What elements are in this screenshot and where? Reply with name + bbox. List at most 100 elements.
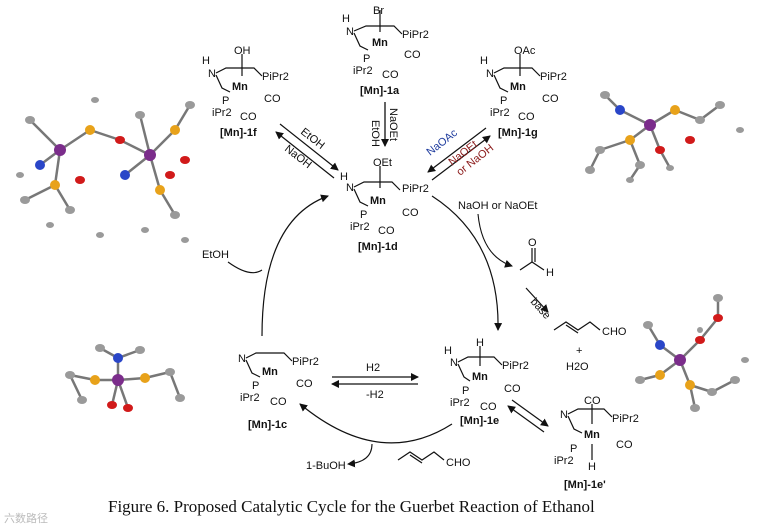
svg-text:H: H <box>340 171 348 183</box>
svg-text:N: N <box>560 409 568 421</box>
atom-p <box>670 105 680 115</box>
crystal-structure-1c <box>65 344 185 412</box>
reagent-naoh-or-naoet: NaOH or NaOEt <box>458 200 537 212</box>
crotonaldehyde-input: CHO <box>446 457 471 469</box>
svg-text:Mn: Mn <box>370 195 386 207</box>
complex-1a-label: [Mn]-1a <box>360 85 400 97</box>
crystal-structure-1e <box>635 294 749 412</box>
svg-text:N: N <box>346 182 354 194</box>
atom-n <box>113 353 123 363</box>
svg-text:H: H <box>444 345 452 357</box>
atom-o <box>655 146 665 154</box>
crystal-structure-1g <box>585 91 744 183</box>
atom-mn <box>112 374 124 386</box>
svg-text:N: N <box>346 26 354 38</box>
complex-1c-co-b: CO <box>270 396 287 408</box>
atom-o <box>713 314 723 322</box>
svg-text:Mn: Mn <box>262 366 278 378</box>
atom-mn <box>644 119 656 131</box>
complex-1e-ipr: iPr2 <box>450 397 470 409</box>
complex-1e-prime-hydride: H <box>588 461 596 473</box>
complex-1a-top-ligand: Br <box>373 5 384 17</box>
cycle-arc-1e-to-1c <box>299 403 453 444</box>
svg-text:N: N <box>238 353 246 365</box>
complex-1e-prime-ipr: iPr2 <box>554 455 574 467</box>
acetaldehyde-oxygen: O <box>528 237 537 249</box>
complex-mn-1e: H H N Mn PiPr2 P iPr2 CO CO [Mn]-1e <box>444 337 529 427</box>
svg-text:P: P <box>570 443 577 455</box>
complex-1e-top-ligand: H <box>476 337 484 349</box>
svg-text:N: N <box>450 357 458 369</box>
svg-text:N: N <box>208 68 216 80</box>
crystal-structure-1f-dimer <box>16 97 195 243</box>
atom-p <box>685 380 695 390</box>
atom-o <box>123 404 133 412</box>
complex-1e-prime-phosphine: PiPr2 <box>612 413 639 425</box>
atom-n <box>120 170 130 180</box>
acetaldehyde-release: NaOH or NaOEt O H <box>458 200 554 279</box>
complex-1f-top-ligand: OH <box>234 45 251 57</box>
svg-text:H: H <box>202 55 210 67</box>
complex-1e-phosphine: PiPr2 <box>502 360 529 372</box>
complex-1e-label: [Mn]-1e <box>460 415 499 427</box>
complex-1e-prime-co: CO <box>616 439 633 451</box>
atom-n <box>615 105 625 115</box>
svg-text:Mn: Mn <box>372 37 388 49</box>
complex-1a-co-b: CO <box>382 69 399 81</box>
complex-1a-ipr: iPr2 <box>353 65 373 77</box>
product-butanol: 1-BuOH <box>306 460 346 472</box>
complex-1e-prime-top-ligand: CO <box>584 395 601 407</box>
equilibrium-1c-1e: H2 -H2 <box>331 362 419 401</box>
reagent-naoet-mid: NaOEt <box>387 108 399 141</box>
equilibrium-1g-1d: NaOAc NaOEt or NaOH <box>424 127 496 181</box>
svg-text:P: P <box>222 95 229 107</box>
atom-p <box>140 373 150 383</box>
atom-p <box>155 185 165 195</box>
atom-o <box>107 401 117 409</box>
atom-o <box>165 171 175 179</box>
equilibrium-1e-1e-prime <box>507 399 549 433</box>
etoh-input: EtOH <box>202 249 263 274</box>
complex-1g-co-a: CO <box>542 93 559 105</box>
arrow-1a-to-1d: EtOH NaOEt <box>369 102 399 147</box>
svg-text:H: H <box>480 55 488 67</box>
reagent-etoh-left: EtOH <box>202 249 229 261</box>
atom-p <box>90 375 100 385</box>
complex-mn-1c: N Mn PiPr2 P iPr2 CO CO [Mn]-1c <box>238 352 319 431</box>
reagent-etoh-mid: EtOH <box>369 120 381 147</box>
reagent-base: base <box>528 296 553 322</box>
complex-mn-1g: OAc H N Mn PiPr2 P iPr2 CO CO [Mn]-1g <box>480 45 567 139</box>
atom-o <box>180 156 190 164</box>
complex-1e-co-b: CO <box>480 401 497 413</box>
reagent-etoh-top: EtOH <box>298 126 327 152</box>
atom-p <box>50 180 60 190</box>
complex-1d-co-a: CO <box>402 207 419 219</box>
atom-n <box>35 160 45 170</box>
atom-mn <box>674 354 686 366</box>
complex-1d-co-b: CO <box>378 225 395 237</box>
svg-text:Mn: Mn <box>584 429 600 441</box>
complex-1e-prime-label: [Mn]-1e' <box>564 479 606 491</box>
complex-1a-nh: H <box>342 13 350 25</box>
atom-mn <box>144 149 156 161</box>
svg-text:P: P <box>363 53 370 65</box>
atom-o <box>685 136 695 144</box>
complex-1e-co-a: CO <box>504 383 521 395</box>
complex-1g-phosphine: PiPr2 <box>540 71 567 83</box>
svg-text:P: P <box>252 380 259 392</box>
acetaldehyde-hydrogen: H <box>546 267 554 279</box>
complex-1g-top-ligand: OAc <box>514 45 536 57</box>
atom-n <box>655 340 665 350</box>
svg-text:N: N <box>486 68 494 80</box>
cycle-arc-1d-to-1e <box>431 195 503 331</box>
atom-o <box>115 136 125 144</box>
complex-mn-1f: OH H N Mn PiPr2 P iPr2 CO CO [Mn]-1f <box>202 45 289 139</box>
complex-1a-phosphine: PiPr2 <box>402 29 429 41</box>
complex-1f-label: [Mn]-1f <box>220 127 257 139</box>
complex-1c-co-a: CO <box>296 378 313 390</box>
svg-text:Mn: Mn <box>510 81 526 93</box>
complex-mn-1d: OEt H N Mn PiPr2 P iPr2 CO CO [Mn]-1d <box>340 157 429 253</box>
watermark: 六数路径 <box>4 512 48 525</box>
reagent-minus-h2: -H2 <box>366 389 384 401</box>
aldol-condensation: base CHO + H2O <box>525 287 627 373</box>
